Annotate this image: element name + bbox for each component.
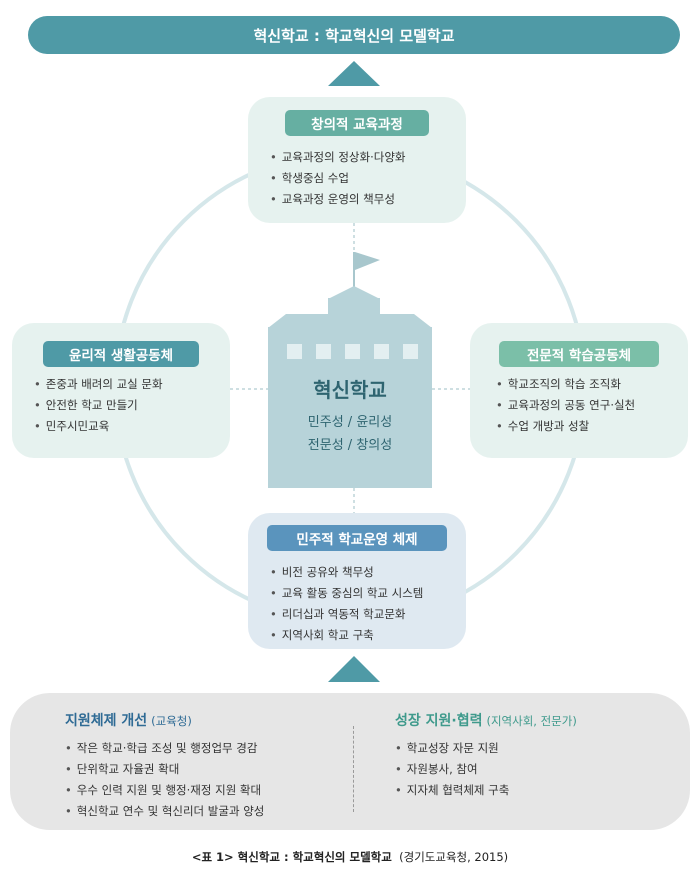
- list-item: 작은 학교·학급 조성 및 행정업무 경감: [65, 738, 264, 759]
- card-title: 민주적 학교운영 체제: [267, 525, 447, 551]
- list-item: 교육 활동 중심의 학교 시스템: [270, 583, 424, 604]
- list-item: 혁신학교 연수 및 혁신리더 발굴과 양성: [65, 801, 265, 822]
- list-item: 지역사회 학교 구축: [270, 625, 423, 646]
- list-item: 존중과 배려의 교실 문화: [34, 374, 163, 395]
- caption-source: (경기도교육청, 2015): [399, 850, 509, 864]
- center-values-line2: 전문성 / 창의성: [307, 438, 393, 453]
- card-professional-learning-community: 전문적 학습공동체 학교조직의 학습 조직화 교육과정의 공동 연구·실천 수업…: [470, 323, 688, 458]
- school-building-icon: [268, 252, 432, 488]
- support-divider: [353, 726, 354, 812]
- support-right-subtitle: (지역사회, 전문가): [486, 714, 577, 728]
- list-item: 우수 인력 지원 및 행정·재정 지원 확대: [65, 780, 264, 801]
- support-right-title: 성장 지원·협력: [395, 713, 483, 729]
- list-item: 교육과정의 공동 연구·실천: [496, 395, 635, 416]
- center-values-line1: 민주성 / 윤리성: [307, 415, 393, 430]
- list-item: 리더십과 역동적 학교문화: [270, 604, 423, 625]
- list-item: 교육과정의 정상화·다양화: [270, 147, 406, 168]
- diagram-title: 혁신학교 : 학교혁신의 모델학교: [253, 26, 455, 45]
- figure-caption: <표 1> 혁신학교 : 학교혁신의 모델학교 (경기도교육청, 2015): [0, 849, 700, 865]
- list-item: 자원봉사, 참여: [395, 759, 509, 780]
- card-item-list: 교육과정의 정상화·다양화 학생중심 수업 교육과정 운영의 책무성: [270, 147, 406, 210]
- support-right-list: 학교성장 자문 지원 자원봉사, 참여 지자체 협력체제 구축: [395, 738, 510, 801]
- support-right-heading: 성장 지원·협력(지역사회, 전문가): [395, 710, 577, 730]
- card-democratic-school-governance: 민주적 학교운영 체제 비전 공유와 책무성 교육 활동 중심의 학교 시스템 …: [248, 513, 466, 649]
- card-creative-curriculum: 창의적 교육과정 교육과정의 정상화·다양화 학생중심 수업 교육과정 운영의 …: [248, 97, 466, 223]
- card-title: 윤리적 생활공동체: [43, 341, 199, 367]
- up-arrow-icon: [328, 656, 380, 682]
- list-item: 학교조직의 학습 조직화: [496, 374, 635, 395]
- up-arrow-icon: [328, 61, 380, 86]
- card-ethical-community: 윤리적 생활공동체 존중과 배려의 교실 문화 안전한 학교 만들기 민주시민교…: [12, 323, 230, 458]
- caption-label: <표 1> 혁신학교 : 학교혁신의 모델학교: [191, 850, 392, 864]
- support-left-title: 지원체제 개선: [65, 713, 148, 729]
- support-system-box: 지원체제 개선(교육청) 작은 학교·학급 조성 및 행정업무 경감 단위학교 …: [10, 693, 690, 830]
- card-title: 전문적 학습공동체: [499, 341, 659, 367]
- list-item: 학생중심 수업: [270, 168, 406, 189]
- list-item: 수업 개방과 성찰: [496, 416, 635, 437]
- list-item: 단위학교 자율권 확대: [65, 759, 264, 780]
- card-title: 창의적 교육과정: [285, 110, 429, 136]
- support-left-heading: 지원체제 개선(교육청): [65, 710, 192, 730]
- list-item: 지자체 협력체제 구축: [395, 780, 510, 801]
- list-item: 학교성장 자문 지원: [395, 738, 509, 759]
- list-item: 교육과정 운영의 책무성: [270, 189, 406, 210]
- flag-icon: [355, 252, 380, 270]
- list-item: 비전 공유와 책무성: [270, 562, 423, 583]
- support-left-list: 작은 학교·학급 조성 및 행정업무 경감 단위학교 자율권 확대 우수 인력 …: [65, 738, 265, 822]
- support-left-subtitle: (교육청): [151, 714, 192, 728]
- card-item-list: 존중과 배려의 교실 문화 안전한 학교 만들기 민주시민교육: [34, 374, 163, 437]
- diagram-title-banner: 혁신학교 : 학교혁신의 모델학교: [28, 16, 680, 54]
- list-item: 안전한 학교 만들기: [34, 395, 163, 416]
- card-item-list: 비전 공유와 책무성 교육 활동 중심의 학교 시스템 리더십과 역동적 학교문…: [270, 562, 424, 646]
- list-item: 민주시민교육: [34, 416, 163, 437]
- card-item-list: 학교조직의 학습 조직화 교육과정의 공동 연구·실천 수업 개방과 성찰: [496, 374, 635, 437]
- center-school-name: 혁신학교: [313, 378, 387, 402]
